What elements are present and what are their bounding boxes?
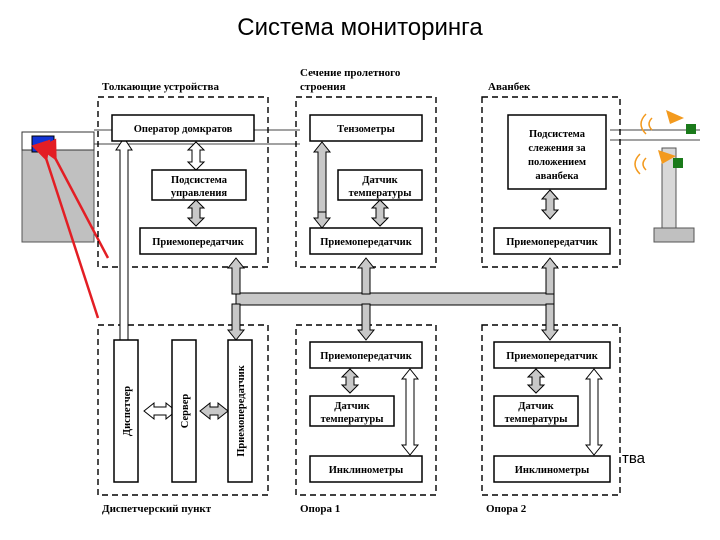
block-temperature-sensor-support2 (493, 395, 579, 427)
block-control-label-line2: управления (171, 188, 228, 199)
arrow-icon (584, 368, 604, 456)
block-dispatcher (113, 339, 139, 483)
block-inclinometers-support2 (493, 455, 611, 483)
arrow-icon (526, 368, 546, 394)
group-label-support1: Опора 1 (300, 503, 340, 515)
block-transceiver-label: Приемопередатчик (506, 351, 598, 362)
block-server-label: Сервер (180, 394, 191, 429)
block-tensometers (309, 114, 423, 142)
laser-device-icon (31, 135, 55, 153)
signal-waves-icon (640, 113, 653, 135)
operator-dispatcher-link (115, 137, 133, 353)
arrow-icon (540, 189, 560, 220)
block-control-subsystem (151, 169, 247, 201)
emitter-icon (658, 150, 676, 164)
block-temp-label-line2: температуры (505, 414, 568, 425)
block-tracking-label-line1: Подсистема (529, 129, 586, 140)
group-label-support2: Опора 2 (486, 503, 527, 515)
block-transceiver-label: Приемопередатчик (152, 237, 244, 248)
group-frame-avanbek (481, 96, 621, 268)
avanbek-apparatus (610, 110, 700, 243)
block-inclinometers-label: Инклинометры (515, 465, 589, 476)
block-tracking-subsystem (507, 114, 607, 190)
text-fragment: тва (622, 450, 646, 467)
block-transceiver-pushers (139, 227, 257, 255)
position-sensor-icon (686, 124, 696, 134)
block-tracking-label-line2: слежения за (528, 143, 586, 154)
block-inclinometers-support1 (309, 455, 423, 483)
block-server (171, 339, 197, 483)
block-tracking-label-line3: положением (528, 157, 586, 168)
block-jack-operator-label: Оператор домкратов (134, 124, 233, 135)
block-tensometers-label: Тензометры (337, 124, 395, 135)
block-transceiver-span (309, 227, 423, 255)
group-label-pushers: Толкающие устройства (102, 81, 219, 93)
arrow-icon (400, 368, 420, 456)
block-transceiver-label: Приемопередатчик (506, 237, 598, 248)
block-temp-label-line1: Датчик (518, 401, 554, 412)
arrow-icon (340, 368, 360, 394)
block-temp-label-line1: Датчик (362, 175, 398, 186)
emitter-icon (666, 110, 684, 124)
group-label-avanbek: Аванбек (488, 81, 531, 93)
block-temp-label-line2: температуры (321, 414, 384, 425)
group-label-span-line1: Сечение пролетного (300, 67, 401, 79)
block-temperature-sensor-support1 (309, 395, 395, 427)
group-frame-dispatch (97, 324, 269, 496)
group-label-dispatch: Диспетчерский пункт (102, 503, 212, 515)
signal-waves-icon (634, 153, 647, 175)
arrow-icon (370, 199, 390, 227)
arrow-icon (186, 199, 206, 227)
arrow-icon (143, 401, 177, 421)
block-tracking-label-line4: аванбека (535, 171, 579, 182)
block-transceiver-support1 (309, 341, 423, 369)
block-transceiver-support2 (493, 341, 611, 369)
block-temperature-sensor-span (337, 169, 423, 201)
pusher-apparatus (21, 129, 300, 319)
page-title: Система мониторинга (237, 14, 483, 41)
block-transceiver-label: Приемопередатчик (320, 237, 412, 248)
block-inclinometers-label: Инклинометры (329, 465, 403, 476)
block-control-label-line1: Подсистема (171, 175, 228, 186)
group-frame-support2 (481, 324, 621, 496)
arrow-icon (186, 141, 206, 171)
block-transceiver-avanbek (493, 227, 611, 255)
arrow-icon (312, 141, 332, 229)
block-dispatcher-label: Диспетчер (122, 386, 133, 436)
block-transceiver-dispatch-label: Приемопередатчик (236, 364, 247, 456)
position-sensor-icon (673, 158, 683, 168)
arrow-icon (199, 401, 229, 421)
block-temp-label-line1: Датчик (334, 401, 370, 412)
block-transceiver-dispatch (227, 339, 253, 483)
group-frame-pushers (97, 96, 269, 268)
group-label-span-line2: строения (300, 81, 346, 93)
block-jack-operator (111, 114, 255, 142)
communication-bus (226, 257, 560, 341)
block-transceiver-label: Приемопередатчик (320, 351, 412, 362)
block-temp-label-line2: температуры (349, 188, 412, 199)
